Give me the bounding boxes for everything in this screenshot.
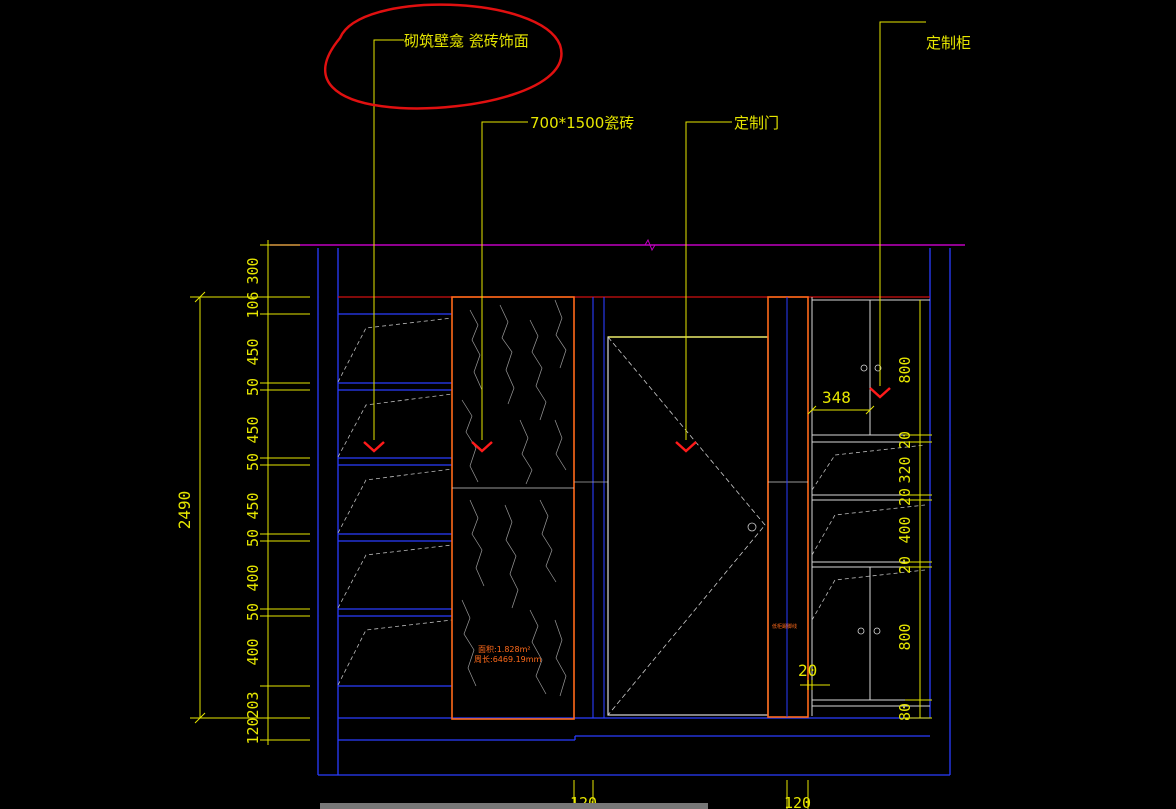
area-text-line2: 周长:6469.19mm bbox=[474, 654, 542, 664]
left-dim-5: 50 bbox=[244, 453, 262, 471]
left-dim-11: 203 bbox=[244, 691, 262, 718]
cabinet-hatch bbox=[811, 444, 926, 621]
area-text-line1: 面积:1.828m² bbox=[478, 644, 531, 654]
door-swing bbox=[607, 336, 766, 716]
left-dim-0: 300 bbox=[244, 257, 262, 284]
right-dim-5: 20 bbox=[896, 556, 914, 574]
right-dim-7: 80 bbox=[896, 703, 914, 721]
bottom-dim-2: 120 bbox=[784, 794, 811, 809]
small-dim-line bbox=[800, 680, 830, 690]
left-dim-8: 400 bbox=[244, 564, 262, 591]
tile-panel bbox=[451, 296, 575, 720]
break-symbol bbox=[644, 238, 656, 252]
marker-cabinet bbox=[869, 387, 891, 399]
small-dim: 20 bbox=[798, 661, 817, 680]
left-dim-3: 50 bbox=[244, 378, 262, 396]
door-handle bbox=[747, 522, 757, 532]
left-dim-2: 450 bbox=[244, 338, 262, 365]
right-dim-chain bbox=[905, 300, 932, 719]
overall-dim: 2490 bbox=[175, 491, 194, 530]
overall-dim-line bbox=[190, 291, 260, 724]
left-dim-6: 450 bbox=[244, 492, 262, 519]
custom-door bbox=[607, 336, 769, 716]
marker-tile bbox=[471, 441, 493, 453]
left-dim-chain bbox=[260, 240, 310, 745]
right-dim-labels: 800 20 320 20 400 20 800 80 bbox=[896, 356, 914, 721]
right-dim-3: 20 bbox=[896, 488, 914, 506]
left-dim-9: 50 bbox=[244, 603, 262, 621]
side-tile-panel bbox=[767, 296, 809, 718]
niche-shelves bbox=[338, 313, 452, 687]
marble-veins bbox=[461, 299, 567, 697]
left-dim-10: 400 bbox=[244, 638, 262, 665]
cabinet-knobs bbox=[857, 364, 882, 635]
left-dim-7: 50 bbox=[244, 529, 262, 547]
right-dim-1: 20 bbox=[896, 431, 914, 449]
cabinet-outline bbox=[811, 297, 930, 716]
niche-hatch bbox=[337, 317, 453, 686]
horizontal-scrollbar[interactable] bbox=[320, 803, 708, 809]
right-dim-4: 400 bbox=[896, 516, 914, 543]
marker-niche bbox=[363, 441, 385, 453]
callout-niche: 砌筑壁龛 瓷砖饰面 bbox=[404, 32, 529, 50]
side-panel-text: 低柜踢脚线 bbox=[772, 623, 797, 630]
callout-tile: 700*1500瓷砖 bbox=[530, 114, 634, 132]
wall-outline bbox=[317, 248, 951, 776]
marker-door bbox=[675, 441, 697, 453]
left-dim-4: 450 bbox=[244, 416, 262, 443]
callout-leaders bbox=[373, 21, 926, 440]
section-markers bbox=[363, 387, 891, 453]
cabinet-width-dim-line bbox=[807, 405, 875, 415]
right-dim-0: 800 bbox=[896, 356, 914, 383]
left-dim-12: 120 bbox=[244, 717, 262, 744]
right-dim-2: 320 bbox=[896, 456, 914, 483]
cabinet-width-dim: 348 bbox=[822, 388, 851, 407]
door-jamb-left bbox=[574, 297, 608, 718]
right-dim-6: 800 bbox=[896, 623, 914, 650]
callout-cabinet: 定制柜 bbox=[926, 34, 971, 52]
left-dim-1: 106 bbox=[244, 291, 262, 318]
annotation-circle bbox=[324, 3, 563, 110]
callout-door: 定制门 bbox=[734, 114, 779, 132]
